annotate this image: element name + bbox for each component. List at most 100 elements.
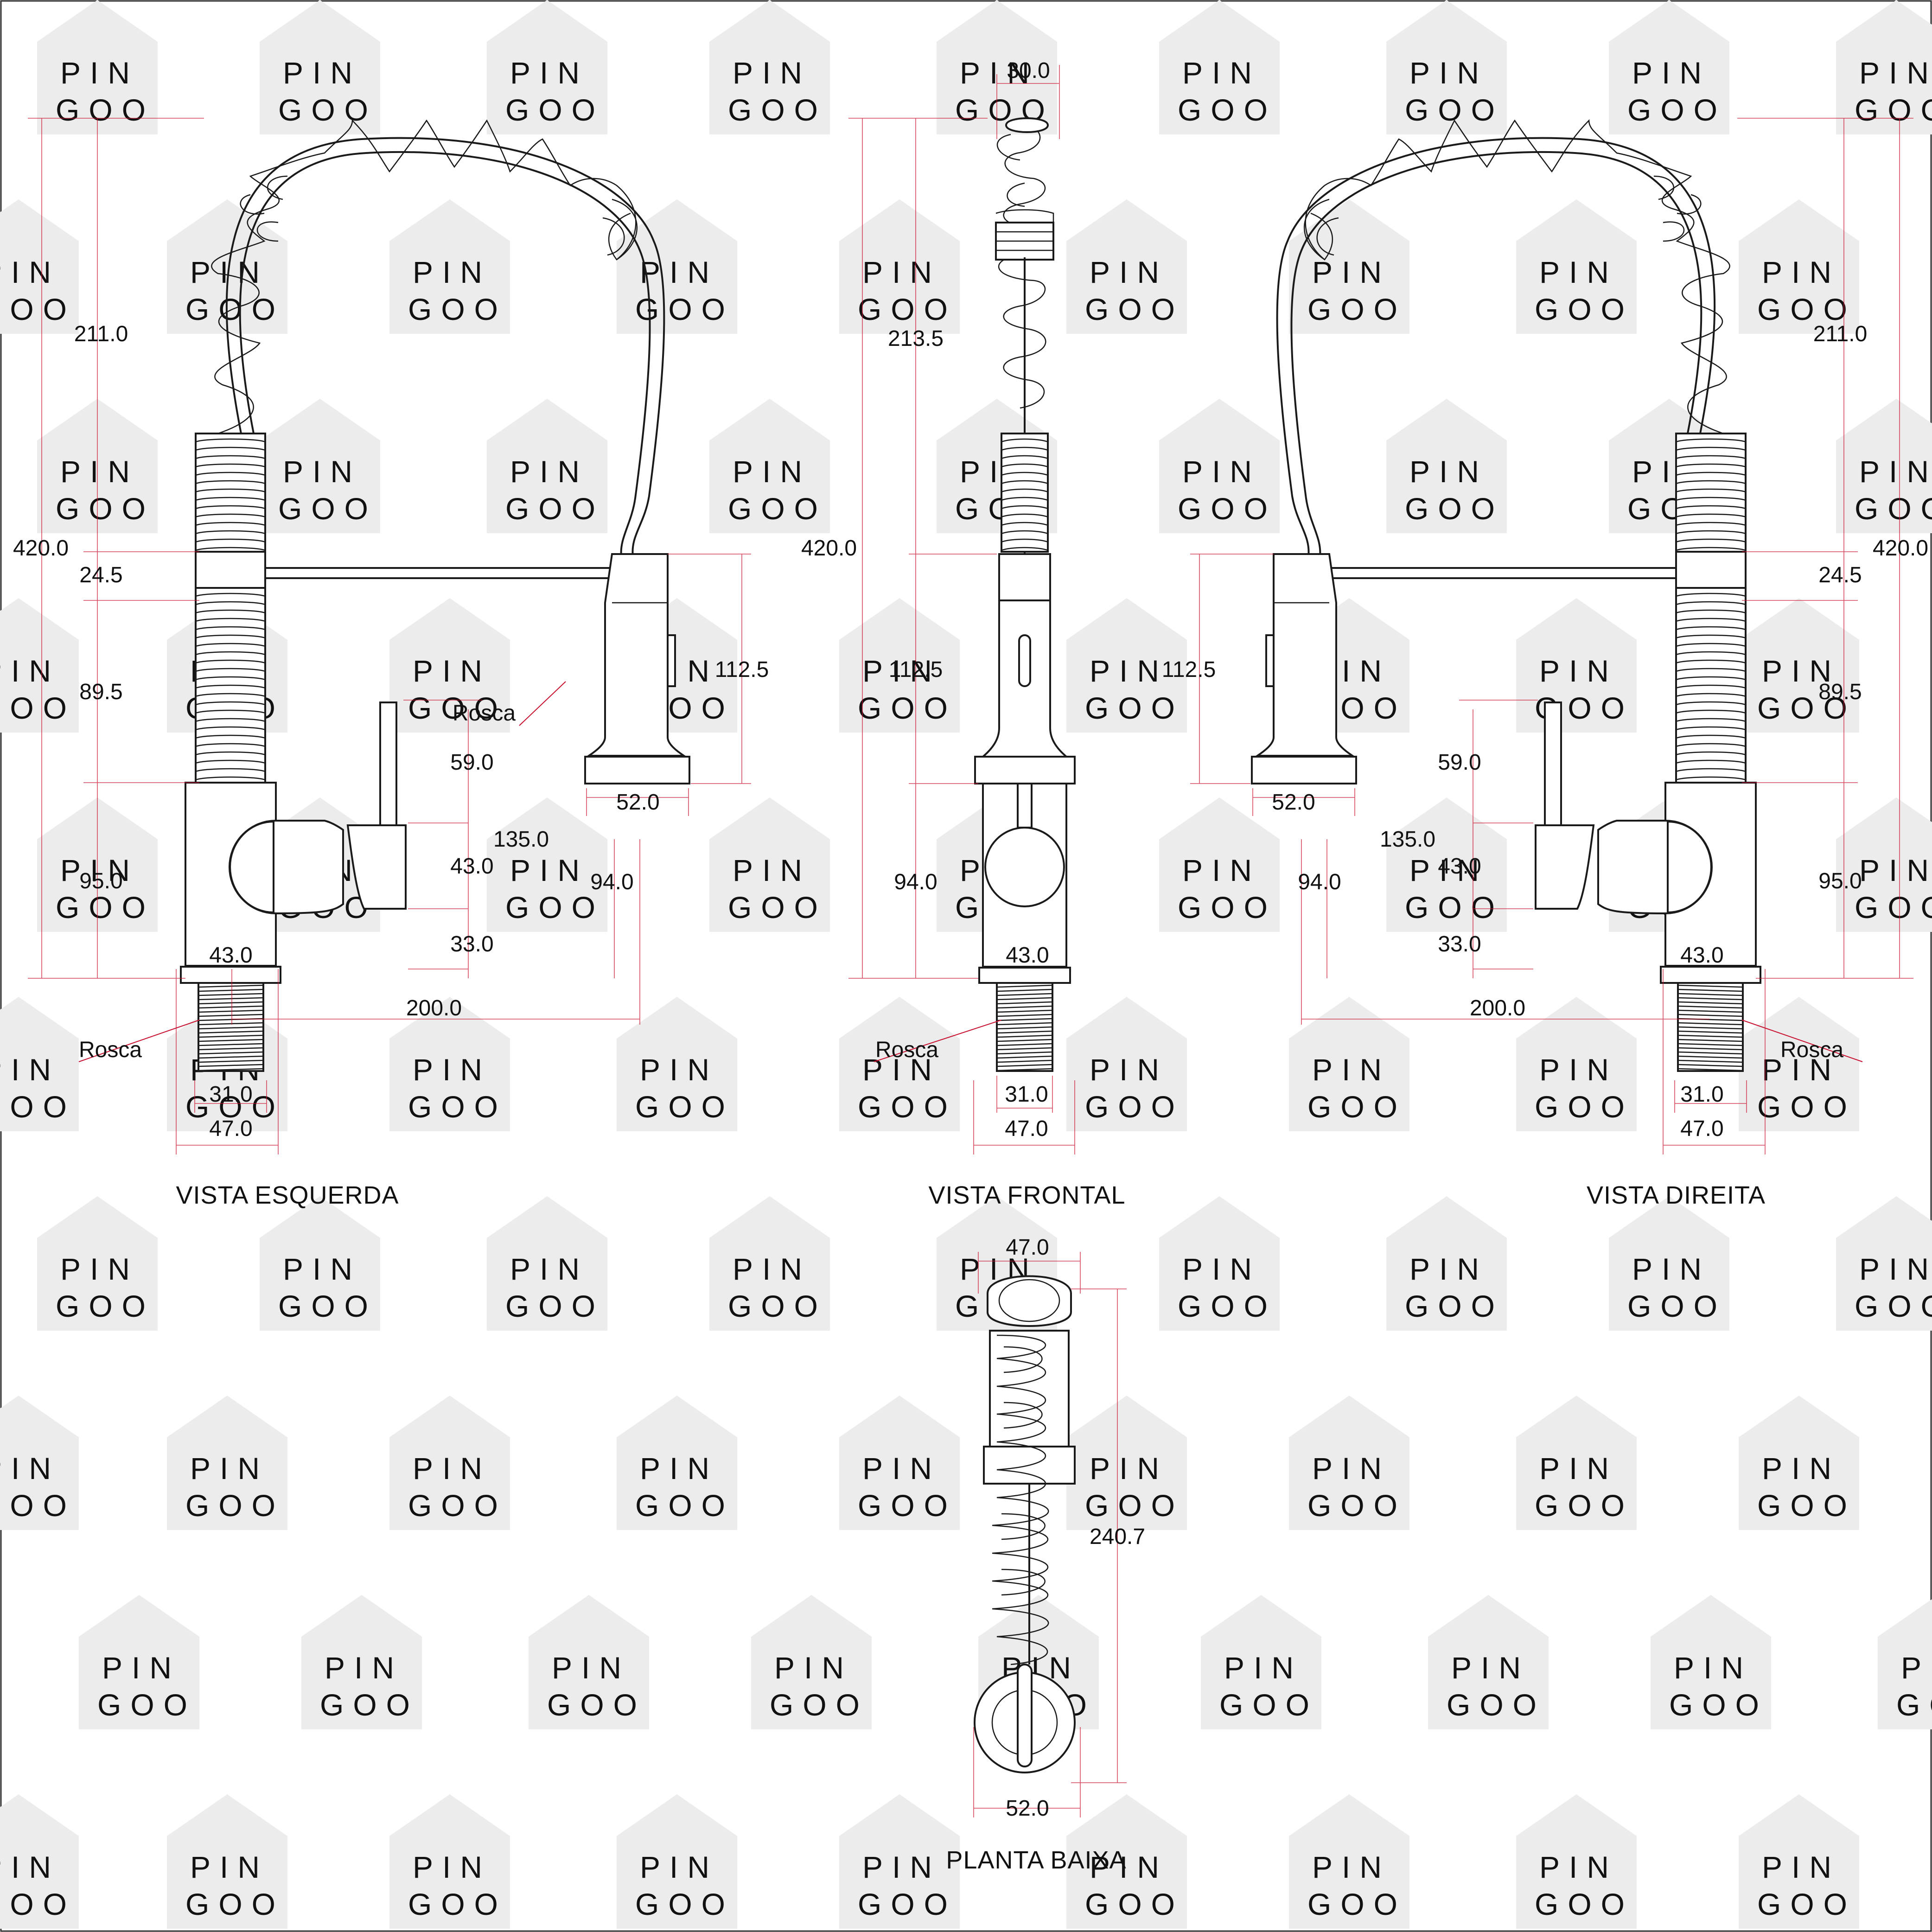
watermark-text: GOO xyxy=(408,1090,507,1124)
watermark-text: PIN xyxy=(1762,255,1841,289)
watermark-text: GOO xyxy=(408,1488,507,1523)
handle-hub xyxy=(346,824,407,910)
watermark-text: PIN xyxy=(190,255,269,289)
watermark-text: PIN xyxy=(1632,1252,1711,1286)
dimension-lines xyxy=(848,65,1075,1154)
watermark-text: PIN xyxy=(1409,853,1488,887)
watermark-text: GOO xyxy=(278,1289,377,1323)
watermark-text: PIN xyxy=(1090,255,1168,289)
spring-coil xyxy=(211,119,637,434)
dim-body-lower-height: 95.0 xyxy=(1818,869,1862,893)
dim-handle-mid: 43.0 xyxy=(450,854,493,879)
watermark-text: PIN xyxy=(283,56,362,90)
watermark-text: PIN xyxy=(862,255,941,289)
watermark-text: GOO xyxy=(56,1289,155,1323)
watermark-text: GOO xyxy=(858,1488,957,1523)
cartridge-dome-front xyxy=(229,820,274,914)
dim-thread-width: 31.0 xyxy=(1680,1082,1723,1107)
dim-reach: 200.0 xyxy=(1470,996,1525,1020)
watermark-text: GOO xyxy=(1307,292,1407,326)
spray-nozzle xyxy=(584,756,690,784)
watermark-text: GOO xyxy=(408,1887,507,1921)
watermark-text: PIN xyxy=(1539,1850,1618,1884)
dim-handle-total: 135.0 xyxy=(1380,827,1435,852)
dim-body-upper-height: 89.5 xyxy=(79,680,122,704)
watermark-text: PIN xyxy=(1539,1451,1618,1486)
top-cap-ring xyxy=(998,1279,1060,1322)
watermark-text: GOO xyxy=(1669,1688,1768,1722)
watermark-text: GOO xyxy=(1757,1090,1856,1124)
watermark-text: GOO xyxy=(1757,1488,1856,1523)
watermark-text: GOO xyxy=(1085,292,1184,326)
thread-lines xyxy=(198,984,264,1071)
watermark-text: PIN xyxy=(862,1850,941,1884)
watermark-text: PIN xyxy=(1312,1850,1391,1884)
watermark-text: PIN xyxy=(510,853,589,887)
watermark-text: PIN xyxy=(733,454,811,489)
cartridge-face xyxy=(984,827,1065,907)
watermark-text: PIN xyxy=(1539,654,1618,688)
watermark-text: GOO xyxy=(185,292,285,326)
watermark-text: PIN xyxy=(1859,853,1932,887)
watermark-text: PIN xyxy=(102,1651,181,1685)
watermark-text: PIN xyxy=(510,1252,589,1286)
base-flange xyxy=(978,967,1071,984)
watermark-text: GOO xyxy=(56,93,155,127)
dim-flange-width: 47.0 xyxy=(1005,1116,1048,1141)
watermark-text: GOO xyxy=(1757,292,1856,326)
watermark-text: PIN xyxy=(640,1052,719,1087)
watermark-text: GOO xyxy=(185,1887,285,1921)
spring-coil-top xyxy=(992,1334,1049,1665)
spring-coil-loops xyxy=(240,175,638,261)
watermark-text: GOO xyxy=(185,1090,285,1124)
handle-top xyxy=(1017,1664,1033,1767)
watermark-text: GOO xyxy=(1178,491,1277,526)
watermark-text: PIN xyxy=(510,56,589,90)
hose-arc xyxy=(225,137,665,563)
watermark-text: GOO xyxy=(1307,1887,1407,1921)
watermark-text: PIN xyxy=(1312,1451,1391,1486)
dim-flange-width: 47.0 xyxy=(1680,1116,1723,1141)
view-right-drawing xyxy=(1190,118,1913,1154)
watermark-text: GOO xyxy=(635,1887,734,1921)
watermark-text: GOO xyxy=(547,1688,646,1722)
dim-total-height: 420.0 xyxy=(1873,536,1928,561)
watermark-text: GOO xyxy=(1535,1090,1634,1124)
spout-arm xyxy=(264,567,612,579)
thread-lines xyxy=(996,984,1053,1071)
view-front-drawing: 30.0 420.0 213.5 112.5 94.0 43.0 31.0 47… xyxy=(801,58,1125,1209)
watermark-text: GOO xyxy=(278,93,377,127)
watermark-text: PIN xyxy=(60,853,139,887)
watermark-text: PIN xyxy=(413,1451,491,1486)
watermark-text: PIN xyxy=(510,454,589,489)
watermark-text: PIN xyxy=(60,1252,139,1286)
spray-button xyxy=(667,634,676,687)
watermark-text: PIN xyxy=(1409,454,1488,489)
